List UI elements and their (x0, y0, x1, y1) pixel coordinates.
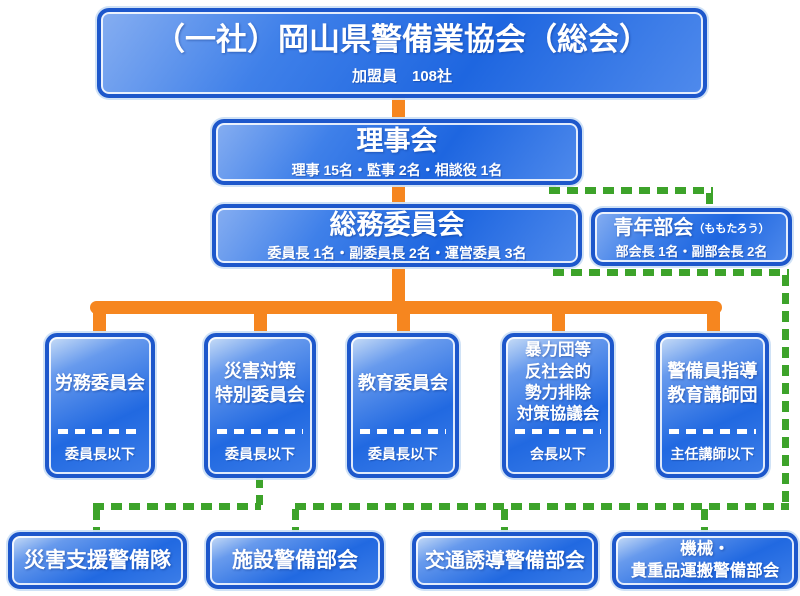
board-title: 理事会 (356, 126, 438, 157)
committee-sub: 会長以下 (530, 446, 586, 462)
connector-orange-drop-1 (93, 306, 106, 333)
youth-sub: 部会長 1名・副部会長 2名 (615, 243, 768, 259)
connector-green-disaster-h (93, 503, 261, 510)
connector-green-drop-traffic (501, 509, 508, 533)
board-sub: 理事 15名・監事 2名・相談役 1名 (291, 161, 503, 178)
unit-title: 災害支援警備隊 (24, 548, 171, 572)
box-council-anti-violence: 暴力団等 反社会的 勢力排除 対策協議会 会長以下 (502, 333, 614, 478)
committee-sub: 委員長以下 (225, 446, 295, 462)
committee-title: 労務委員会 (55, 372, 145, 393)
box-committee-disaster: 災害対策 特別委員会 委員長以下 (204, 333, 316, 478)
connector-orange-drop-3 (397, 306, 410, 333)
youth-title: 青年部会 (613, 216, 694, 239)
box-unit-traffic-control: 交通誘導警備部会 (412, 532, 598, 589)
connector-orange-affairs-bar (392, 264, 405, 306)
general-affairs-title: 総務委員会 (329, 209, 465, 240)
committee-sub: 委員長以下 (368, 446, 438, 462)
box-instructor-corps: 警備員指導 教育講師団 主任講師以下 (656, 333, 769, 478)
connector-green-drop-disaster-unit (93, 509, 100, 533)
connector-orange-drop-2 (254, 306, 267, 333)
box-committee-education: 教育委員会 委員長以下 (347, 333, 459, 478)
connector-orange-top-board (392, 97, 405, 123)
connector-green-drop-transport (701, 509, 708, 533)
committee-title: 災害対策 特別委員会 (215, 360, 305, 405)
committee-sub: 委員長以下 (65, 446, 135, 462)
general-affairs-sub: 委員長 1名・副委員長 2名・運営委員 3名 (267, 245, 527, 262)
box-youth-division: 青年部会（ももたろう） 部会長 1名・副部会長 2名 (591, 208, 792, 266)
unit-title: 施設警備部会 (232, 548, 358, 572)
assembly-title: （一社）岡山県警備業協会（総会） (154, 21, 650, 57)
connector-green-affairs-right-h (553, 269, 789, 276)
committee-sub: 主任講師以下 (670, 446, 755, 462)
unit-title: 交通誘導警備部会 (425, 549, 585, 572)
box-general-assembly: （一社）岡山県警備業協会（総会） 加盟員 108社 (97, 8, 707, 98)
dashed-divider (217, 429, 303, 434)
connector-green-right-vertical (782, 275, 789, 508)
box-board-of-directors: 理事会 理事 15名・監事 2名・相談役 1名 (212, 119, 582, 185)
box-general-affairs-committee: 総務委員会 委員長 1名・副委員長 2名・運営委員 3名 (212, 204, 582, 267)
connector-green-disaster-drop (256, 477, 263, 505)
connector-orange-board-affairs (392, 183, 405, 208)
box-committee-labor: 労務委員会 委員長以下 (45, 333, 155, 478)
connector-orange-drop-4 (552, 306, 565, 333)
box-unit-valuables-transport: 機械・ 貴重品運搬警備部会 (612, 532, 798, 589)
box-unit-facility-security: 施設警備部会 (206, 532, 384, 589)
connector-green-bottom-h (295, 503, 789, 510)
youth-note: （ももたろう） (693, 222, 770, 235)
box-unit-disaster-support: 災害支援警備隊 (8, 532, 187, 589)
connector-green-board-youth-h (549, 187, 713, 194)
assembly-members: 加盟員 108社 (351, 68, 453, 86)
committee-title: 警備員指導 教育講師団 (667, 360, 758, 405)
dashed-divider (515, 429, 601, 434)
dashed-divider (58, 429, 142, 434)
dashed-divider (669, 429, 756, 434)
dashed-divider (360, 429, 446, 434)
unit-title: 機械・ 貴重品運搬警備部会 (630, 540, 780, 580)
connector-green-drop-facility (292, 509, 299, 533)
committee-title: 教育委員会 (358, 372, 448, 393)
connector-orange-drop-5 (707, 306, 720, 333)
youth-title-row: 青年部会（ももたろう） (613, 215, 769, 241)
committee-title: 暴力団等 反社会的 勢力排除 対策協議会 (516, 341, 600, 424)
connector-green-youth-drop (706, 193, 713, 208)
